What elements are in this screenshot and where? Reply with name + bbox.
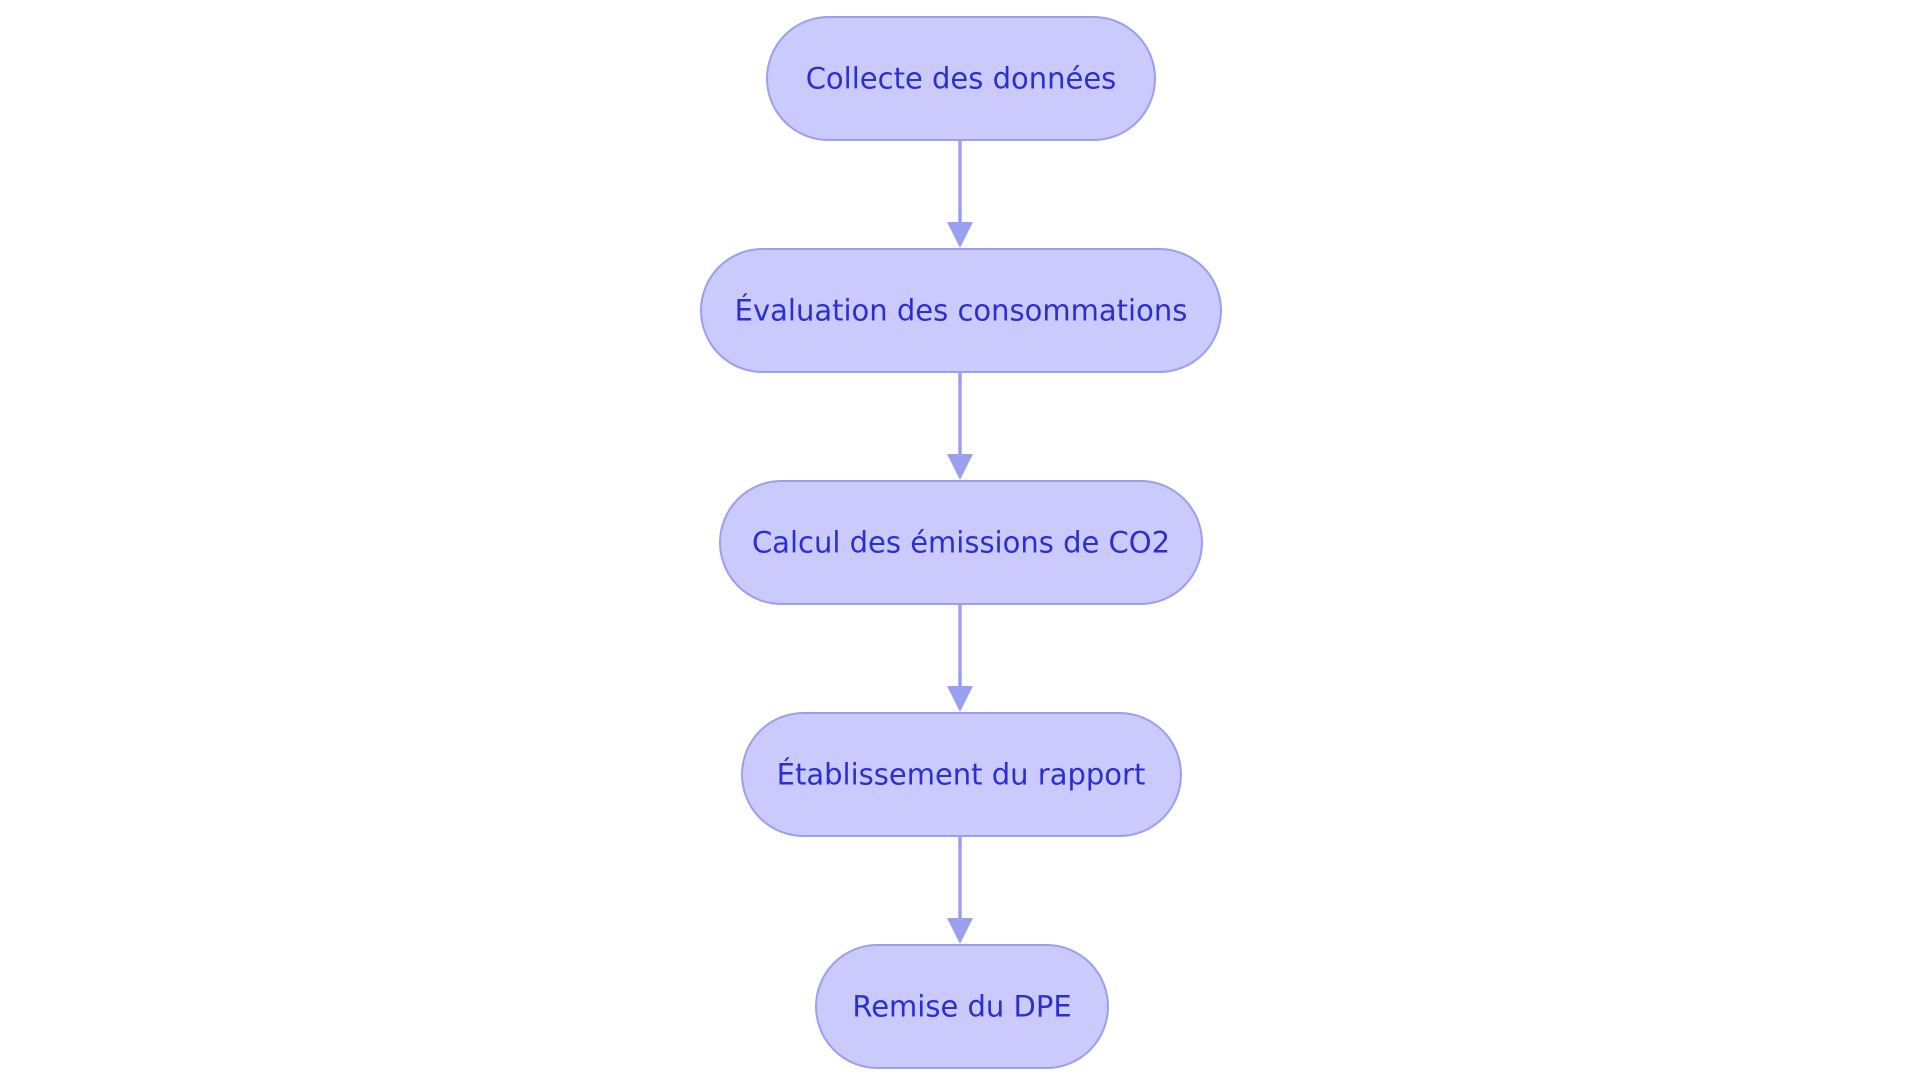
edge-calcul-to-etablissement	[947, 604, 973, 712]
arrow-head-icon	[947, 454, 973, 480]
node-calcul-des-emissions: Calcul des émissions de CO2	[719, 480, 1203, 605]
arrow-head-icon	[947, 686, 973, 712]
node-collecte-des-donnees: Collecte des données	[766, 16, 1156, 141]
node-label: Calcul des émissions de CO2	[752, 526, 1170, 560]
node-label: Établissement du rapport	[777, 758, 1146, 792]
arrow-head-icon	[947, 222, 973, 248]
edge-etablissement-to-remise	[947, 836, 973, 944]
node-label: Collecte des données	[806, 62, 1117, 96]
edge-evaluation-to-calcul	[947, 372, 973, 480]
node-evaluation-des-consommations: Évaluation des consommations	[700, 248, 1222, 373]
node-label: Remise du DPE	[852, 990, 1071, 1024]
node-label: Évaluation des consommations	[735, 294, 1188, 328]
node-remise-du-dpe: Remise du DPE	[815, 944, 1109, 1069]
node-etablissement-du-rapport: Établissement du rapport	[741, 712, 1182, 837]
edge-collecte-to-evaluation	[947, 140, 973, 248]
arrow-head-icon	[947, 918, 973, 944]
